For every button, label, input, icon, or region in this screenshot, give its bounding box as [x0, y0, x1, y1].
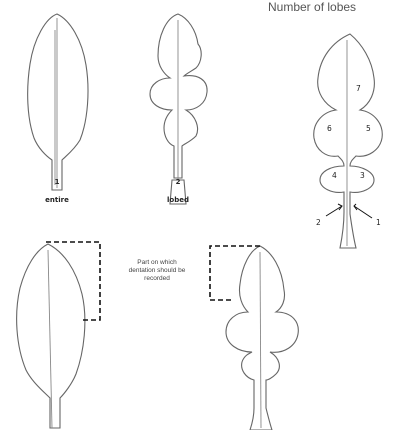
- lobe-number-7: 7: [356, 84, 361, 93]
- entire-leaf: [28, 14, 88, 190]
- lobed-leaf: [150, 14, 207, 204]
- bottom-entire-leaf: [17, 242, 100, 428]
- dentation-note: Part on which dentation should be record…: [128, 259, 186, 283]
- leaf-number-1: 1: [37, 178, 77, 186]
- leaf-label-entire: entire: [37, 196, 77, 204]
- lobe-number-3: 3: [360, 171, 365, 180]
- bottom-lobed-leaf: [210, 246, 298, 430]
- leaf-label-lobed: lobed: [158, 196, 198, 204]
- lobe-number-6: 6: [327, 124, 332, 133]
- lobe-number-1: 1: [376, 218, 381, 227]
- lobe-number-5: 5: [366, 124, 371, 133]
- lobe-number-2: 2: [316, 218, 321, 227]
- numbered-lobed-leaf: [314, 34, 383, 248]
- leaf-number-2: 2: [158, 178, 198, 186]
- lobe-number-4: 4: [332, 171, 337, 180]
